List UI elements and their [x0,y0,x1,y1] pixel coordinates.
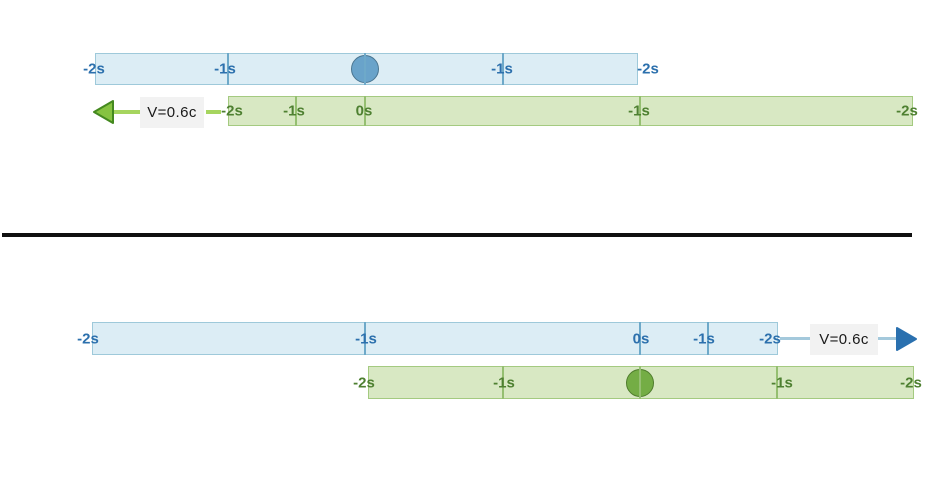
tick-label: 0s [355,102,373,120]
tick-label: -1s [628,102,650,120]
tick-label: -2s [896,102,918,120]
upper-green-ruler: -2s -1s 0s -1s -2s [221,96,918,126]
lower-blue-ruler: -2s -1s 0s -1s -2s [77,322,781,355]
tick-line [364,53,366,85]
right-velocity-arrowhead-icon [896,327,917,351]
tick-line [295,96,297,126]
lower-green-ruler: -2s -1s -1s -2s [353,366,922,399]
tick-label: -2s [637,60,659,78]
tick-label: -2s [900,374,922,391]
velocity-line [113,110,140,114]
tick-label: -2s [77,330,99,347]
velocity-label: V=0.6c [810,324,878,355]
tick-line [639,322,641,355]
velocity-label: V=0.6c [140,97,204,128]
tick-line [502,366,504,399]
upper-blue-ruler: -2s -1s -1s -2s [83,53,659,85]
tick-label: -1s [214,60,236,78]
velocity-line [780,337,810,340]
velocity-line [206,110,221,114]
tick-label: -1s [491,60,513,78]
velocity-line [878,337,897,340]
tick-label: -2s [83,60,105,78]
tick-label: -1s [693,330,715,347]
tick-line [776,366,778,399]
left-velocity-arrowhead-icon [93,100,114,124]
tick-line [364,96,366,126]
tick-label: -2s [353,374,375,391]
tick-label: -2s [221,102,243,120]
tick-line [639,96,641,126]
tick-line [707,322,709,355]
frame-divider-line [2,233,912,237]
tick-line [227,53,229,85]
tick-line [502,53,504,85]
tick-label: -1s [355,330,377,347]
tick-label: 0s [632,330,650,347]
tick-label: -2s [759,330,781,347]
tick-line [364,322,366,355]
tick-line [639,366,641,399]
tick-label: -1s [493,374,515,391]
tick-label: -1s [283,102,305,120]
tick-label: -1s [771,374,793,391]
